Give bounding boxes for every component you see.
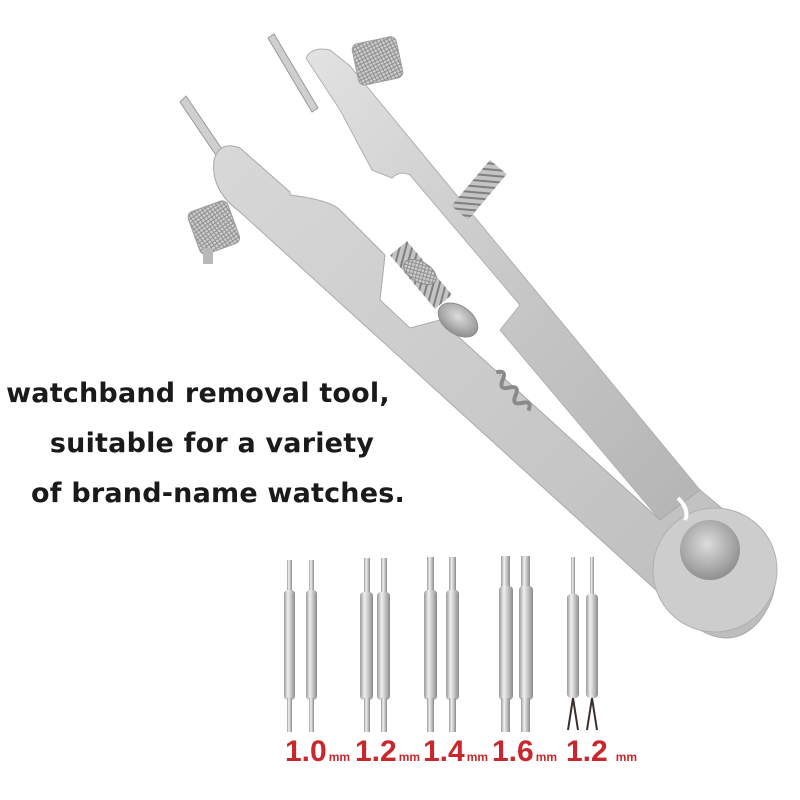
- pin-pair-1-2mm-fork: [567, 557, 598, 731]
- pin-pair-1-4mm: [424, 557, 459, 732]
- pin-pair-1-6mm: [499, 556, 533, 732]
- caption-line-1: watchband removal tool,: [6, 378, 390, 409]
- upper-knurled-knob: [351, 36, 404, 86]
- pin-pair-1-2mm: [360, 558, 390, 732]
- lower-knurled-knob: [187, 200, 241, 264]
- upper-tip-pin: [267, 33, 319, 113]
- pivot-rivet: [680, 520, 740, 580]
- caption-line-2: suitable for a variety: [49, 428, 375, 459]
- adjusting-screw: [390, 159, 507, 338]
- caption-line-3: of brand-name watches.: [31, 478, 405, 509]
- spring: [495, 369, 532, 412]
- pin-pair-1-0mm: [284, 560, 317, 732]
